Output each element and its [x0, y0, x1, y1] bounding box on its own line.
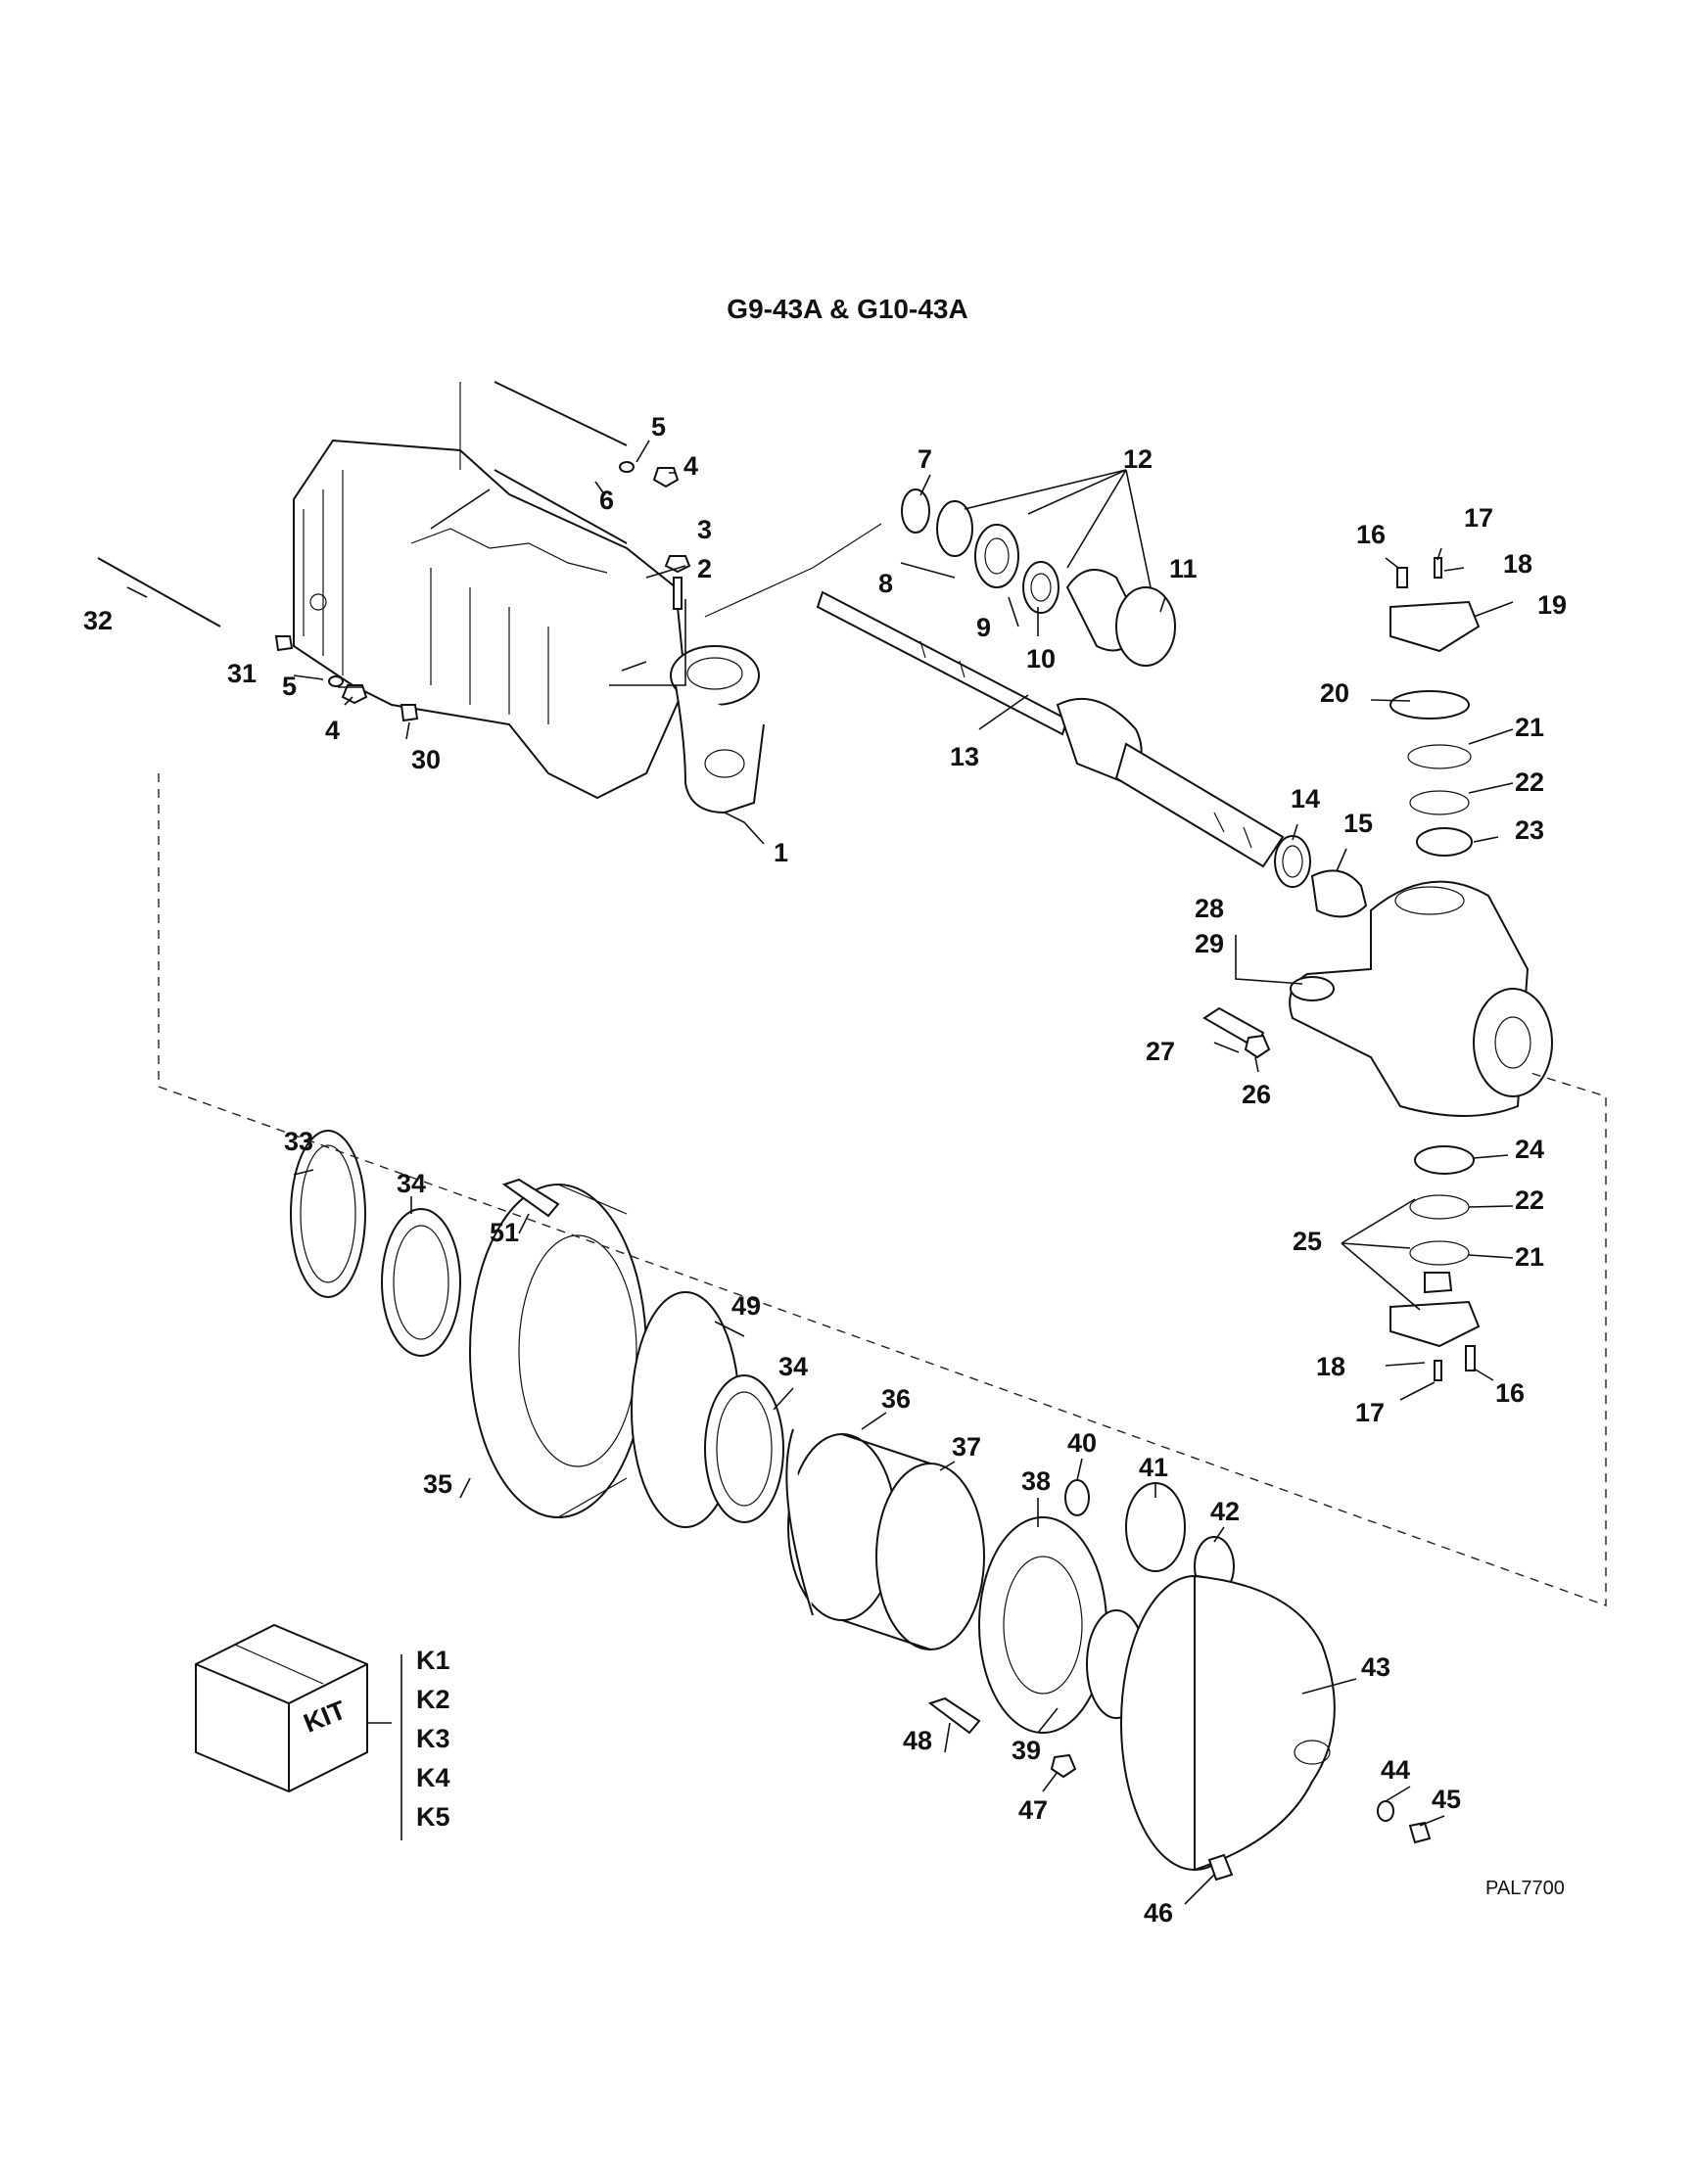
callout-24: 24 [1515, 1135, 1544, 1164]
callout-34-lower: 34 [778, 1352, 808, 1381]
callout-43: 43 [1361, 1652, 1390, 1682]
callout-45: 45 [1432, 1785, 1461, 1814]
plug-30-31 [274, 635, 419, 722]
callout-22-top: 22 [1515, 767, 1544, 797]
callout-26: 26 [1242, 1080, 1271, 1109]
bolt-46 [1207, 1853, 1234, 1882]
callout-8: 8 [878, 569, 893, 598]
callout-20: 20 [1320, 678, 1349, 708]
kit-item-k1: K1 [416, 1646, 450, 1675]
nut-47 [1050, 1753, 1077, 1779]
kingpin-lower [1389, 1145, 1481, 1381]
stud-48 [927, 1696, 981, 1735]
callout-18-bottom: 18 [1316, 1352, 1345, 1381]
callout-44: 44 [1381, 1755, 1410, 1785]
bolt-2 [664, 555, 691, 610]
stud-32 [97, 557, 221, 627]
callout-13: 13 [950, 742, 979, 771]
callout-41: 41 [1139, 1453, 1168, 1482]
callout-25: 25 [1293, 1227, 1322, 1256]
callout-17-bottom: 17 [1355, 1398, 1385, 1427]
seal-33 [290, 1130, 366, 1298]
diagram-title: G9-43A & G10-43A [727, 294, 968, 324]
bearing-34-inner [704, 1374, 784, 1523]
callout-42: 42 [1210, 1497, 1240, 1526]
callout-33: 33 [284, 1127, 313, 1156]
callout-28: 28 [1195, 894, 1224, 923]
callout-31: 31 [227, 659, 257, 688]
callout-1: 1 [774, 838, 788, 867]
callout-32: 32 [83, 606, 113, 635]
callout-38: 38 [1021, 1466, 1051, 1496]
axle-housing [293, 439, 765, 814]
callout-4-top: 4 [683, 451, 698, 481]
leader-lines [126, 440, 1514, 1905]
callout-11: 11 [1169, 554, 1198, 583]
callout-12: 12 [1123, 444, 1153, 474]
callout-27: 27 [1146, 1037, 1175, 1066]
steering-knuckle [1289, 880, 1553, 1117]
callout-29: 29 [1195, 929, 1224, 958]
callout-4-left: 4 [325, 716, 340, 745]
callout-5-top: 5 [651, 412, 666, 441]
callout-16-top: 16 [1356, 520, 1386, 549]
axle-shaft [816, 590, 1285, 868]
seal-set-8-12 [936, 500, 1176, 667]
callout-51: 51 [490, 1218, 519, 1247]
callout-18-top: 18 [1503, 549, 1532, 579]
callout-30: 30 [411, 745, 441, 774]
callout-34-upper: 34 [397, 1169, 426, 1198]
callout-35: 35 [423, 1469, 452, 1499]
callout-numbers: 1 2 3 4 4 5 5 6 7 8 9 10 11 12 13 14 15 … [83, 412, 1567, 1928]
kit-item-k4: K4 [416, 1763, 450, 1792]
callout-21-top: 21 [1515, 713, 1544, 742]
callout-40: 40 [1067, 1428, 1097, 1458]
kingpin-upper [1389, 557, 1481, 857]
nut-26 [1244, 1034, 1271, 1059]
callout-36: 36 [881, 1384, 911, 1414]
callout-9: 9 [976, 613, 991, 642]
callout-10: 10 [1026, 644, 1056, 674]
callout-22-bottom: 22 [1515, 1185, 1544, 1215]
callout-37: 37 [952, 1432, 981, 1462]
callout-46: 46 [1144, 1898, 1173, 1928]
callout-49: 49 [731, 1291, 761, 1321]
stud-51 [501, 1178, 560, 1218]
gear-38-39 [978, 1516, 1147, 1734]
bearing-34-outer [381, 1208, 461, 1357]
callout-39: 39 [1012, 1736, 1041, 1765]
ring-gear-37 [787, 1433, 985, 1650]
washer-nut-4-5-left [328, 675, 368, 705]
callout-17-top: 17 [1464, 503, 1493, 533]
callout-2: 2 [697, 554, 712, 583]
callout-23: 23 [1515, 815, 1544, 845]
kit-box: KIT [195, 1623, 402, 1840]
callout-15: 15 [1343, 809, 1373, 838]
plug-44-45 [1377, 1800, 1432, 1844]
planet-carrier-43 [1120, 1574, 1336, 1872]
callout-6: 6 [599, 486, 614, 515]
seal-14 [1274, 835, 1311, 888]
kit-item-k5: K5 [416, 1802, 450, 1832]
callout-47: 47 [1018, 1795, 1048, 1825]
washer-nut-4-5-top [619, 461, 680, 488]
callout-16-bottom: 16 [1495, 1378, 1525, 1408]
kit-item-k3: K3 [416, 1724, 450, 1753]
callout-48: 48 [903, 1726, 932, 1755]
callout-19: 19 [1537, 590, 1567, 620]
snap-ring-7 [901, 488, 930, 534]
callout-21-bottom: 21 [1515, 1242, 1544, 1272]
callout-14: 14 [1291, 784, 1320, 813]
callout-3: 3 [697, 515, 712, 544]
kit-list: K1 K2 K3 K4 K5 [416, 1646, 450, 1832]
snap-ring-36 [785, 1428, 814, 1616]
kit-item-k2: K2 [416, 1685, 450, 1714]
stud-6 [459, 381, 628, 544]
callout-5-left: 5 [282, 672, 297, 701]
bushing-15 [1310, 869, 1368, 918]
reference-code: PAL7700 [1485, 1878, 1565, 1899]
callout-7: 7 [918, 444, 932, 474]
